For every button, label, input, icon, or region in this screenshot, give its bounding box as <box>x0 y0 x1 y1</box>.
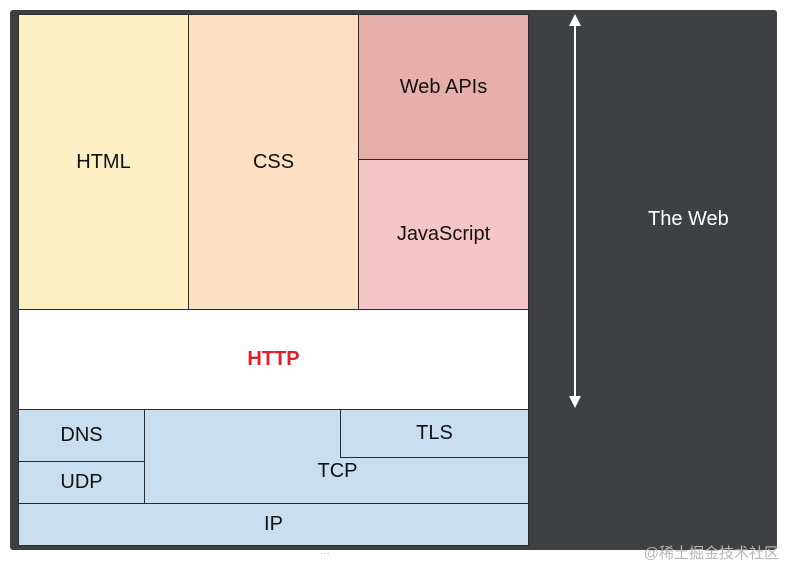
layer-ip-label: IP <box>264 513 283 535</box>
layer-udp-label: UDP <box>60 471 103 493</box>
layer-tcp-label: TCP <box>317 460 358 482</box>
double-arrow-icon <box>569 14 581 408</box>
layer-css-label: CSS <box>252 150 295 173</box>
layer-http-label: HTTP <box>247 348 300 370</box>
layer-dns: DNS <box>18 409 145 462</box>
watermark: @稀土掘金技术社区 <box>643 545 779 562</box>
layer-ip: IP <box>18 503 529 546</box>
the-web-label: The Web <box>648 208 729 230</box>
layer-html: HTML <box>18 14 189 310</box>
layer-udp: UDP <box>18 461 145 504</box>
layer-javascript: JavaScript <box>358 159 529 310</box>
layer-javascript-label: JavaScript <box>396 223 491 245</box>
layer-http: HTTP <box>18 309 529 410</box>
ellipsis-marker: ··· <box>320 548 330 559</box>
layer-tls: TLS <box>340 409 529 458</box>
layer-dns-label: DNS <box>60 424 103 446</box>
layer-web-apis-label: Web APIs <box>399 75 488 98</box>
layer-web-apis: Web APIs <box>358 14 529 160</box>
layer-html-label: HTML <box>76 150 131 173</box>
layer-tls-label: TLS <box>416 422 453 444</box>
layer-css: CSS <box>188 14 359 310</box>
